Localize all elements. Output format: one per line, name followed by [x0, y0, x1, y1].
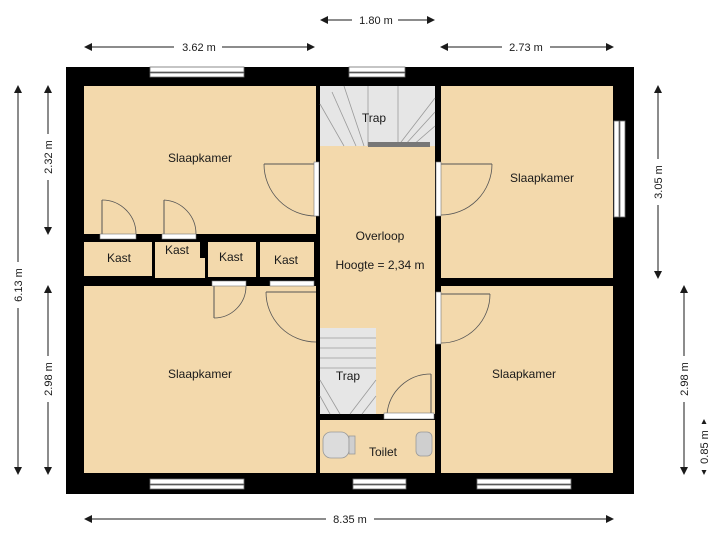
dim-left-total: 6.13 m [13, 268, 25, 302]
room-bedroom-ne [441, 86, 613, 278]
label-landing-height: Hoogte = 2,34 m [335, 258, 424, 272]
dim-left-lower: 2.98 m [43, 362, 55, 396]
label-stairs-top: Trap [362, 111, 387, 125]
doors [99, 161, 493, 420]
stairs-top [319, 85, 436, 147]
windows [149, 66, 626, 490]
label-landing: Overloop [356, 229, 405, 243]
room-bedroom-se [441, 286, 613, 473]
dim-right-toilet: 0.85 m [699, 430, 711, 464]
dim-left-upper: 2.32 m [43, 140, 55, 174]
hall-nook [155, 258, 205, 278]
label-closet-4: Kast [274, 253, 299, 267]
label-closet-3: Kast [219, 250, 244, 264]
label-toilet: Toilet [369, 445, 398, 459]
stairs-bottom [319, 328, 377, 415]
toilet-fixtures [322, 431, 433, 459]
room-closet-3 [208, 242, 256, 277]
dim-top-left: 3.62 m [182, 42, 216, 54]
dim-bottom-total: 8.35 m [333, 514, 367, 526]
label-stairs-bottom: Trap [336, 369, 361, 383]
room-closet-4 [260, 242, 314, 277]
dim-top-right: 2.73 m [509, 42, 543, 54]
label-bedroom-sw: Slaapkamer [168, 367, 232, 381]
dim-right-lower: 2.98 m [679, 362, 691, 396]
dim-right-upper: 3.05 m [653, 165, 665, 199]
label-bedroom-ne: Slaapkamer [510, 171, 574, 185]
room-closet-2 [155, 242, 200, 258]
room-bedroom-nw [84, 86, 316, 234]
label-bedroom-se: Slaapkamer [492, 367, 556, 381]
label-closet-1: Kast [107, 251, 132, 265]
label-closet-2: Kast [165, 243, 190, 257]
dim-top-stair: 1.80 m [359, 15, 393, 27]
room-bedroom-sw [84, 286, 316, 473]
room-closet-1 [84, 242, 152, 276]
label-bedroom-nw: Slaapkamer [168, 151, 232, 165]
